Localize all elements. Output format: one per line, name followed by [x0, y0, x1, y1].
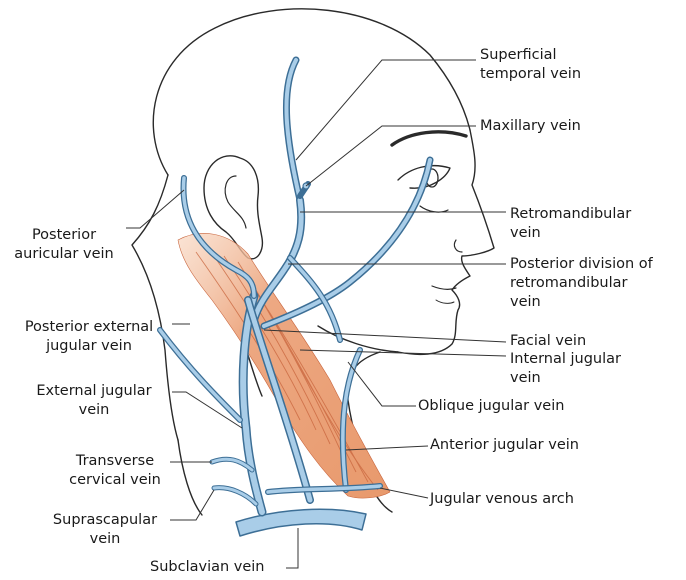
label-maxillary-vein: Maxillary vein — [480, 117, 581, 136]
label-posterior-division-of-retromandibular-vein: Posterior division of retromandibular ve… — [510, 255, 653, 312]
subclavian-vein — [236, 509, 366, 536]
veins — [160, 60, 430, 536]
label-jugular-venous-arch: Jugular venous arch — [430, 490, 574, 509]
label-superficial-temporal-vein: Superficial temporal vein — [480, 46, 581, 84]
label-subclavian-vein: Subclavian vein — [150, 558, 265, 577]
label-oblique-jugular-vein: Oblique jugular vein — [418, 397, 564, 416]
label-retromandibular-vein: Retromandibular vein — [510, 205, 631, 243]
label-posterior-external-jugular-vein: Posterior external jugular vein — [6, 318, 172, 356]
label-anterior-jugular-vein: Anterior jugular vein — [430, 436, 579, 455]
label-posterior-auricular-vein: Posterior auricular vein — [2, 226, 126, 264]
mouth — [432, 286, 456, 289]
nostril — [454, 240, 462, 252]
label-suprascapular-vein: Suprascapular vein — [40, 511, 170, 549]
eyebrow — [392, 132, 466, 145]
label-external-jugular-vein: External jugular vein — [16, 382, 172, 420]
label-facial-vein: Facial vein — [510, 332, 586, 351]
label-internal-jugular-vein: Internal jugular vein — [510, 350, 621, 388]
label-transverse-cervical-vein: Transverse cervical vein — [60, 452, 170, 490]
